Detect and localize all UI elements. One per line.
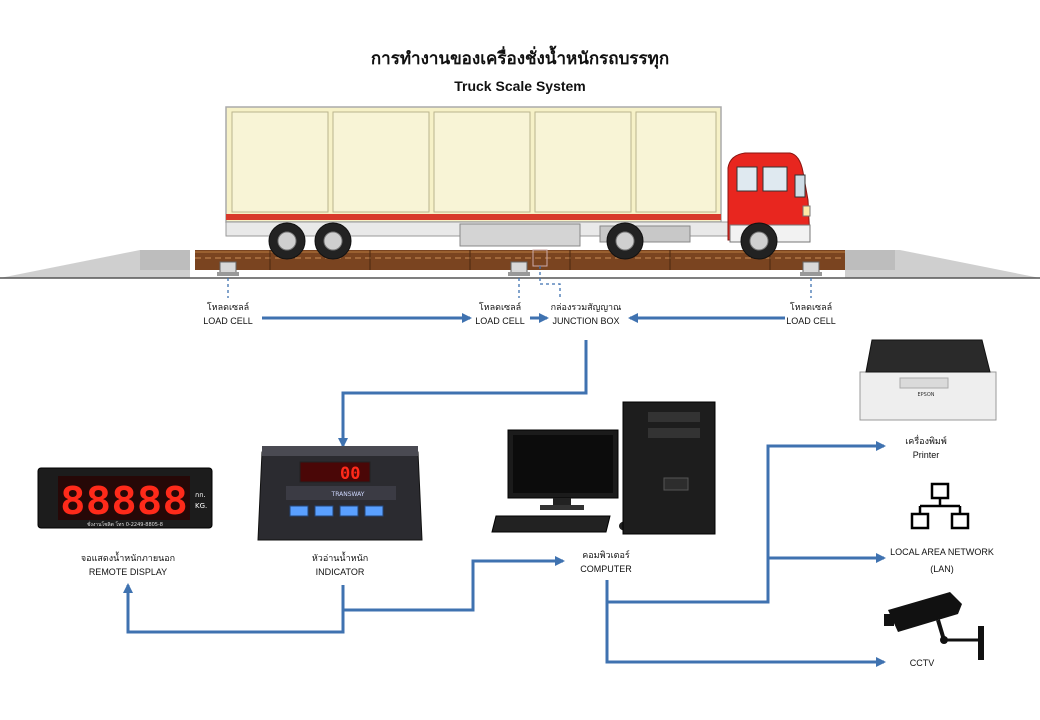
diagram-title-thai: การทำงานของเครื่องชั่งน้ำหนักรถบรรทุก bbox=[370, 49, 670, 69]
computer-device bbox=[491, 401, 716, 535]
remote-display-unit-th: กก. bbox=[195, 491, 206, 499]
signal-arrows bbox=[123, 313, 886, 667]
indicator-reading: 00 bbox=[340, 464, 360, 484]
ground-ramps bbox=[0, 250, 1040, 279]
printer-device: EPSON bbox=[859, 339, 997, 421]
load-cell-left-device bbox=[217, 261, 239, 276]
truck bbox=[225, 106, 811, 260]
remote-display-footer: ชั่งงานโซลิต โทร 0-2249-8805-8 bbox=[87, 521, 163, 528]
remote-display-device: 88888 กก. KG. ชั่งงานโซลิต โทร 0-2249-88… bbox=[37, 467, 213, 529]
remote-display-unit-en: KG. bbox=[195, 502, 207, 510]
load-cell-right-device bbox=[800, 261, 822, 276]
weighbridge-platform bbox=[195, 249, 845, 270]
label-cctv: CCTV bbox=[909, 658, 935, 668]
indicator-device: 00 TRANSWAY bbox=[257, 446, 423, 541]
load-cell-mid-device bbox=[508, 261, 530, 276]
label-load-cell-left: โหลดเซลล์ LOAD CELL bbox=[203, 302, 253, 326]
label-load-cell-right: โหลดเซลล์ LOAD CELL bbox=[786, 302, 836, 326]
lan-icon bbox=[910, 482, 970, 530]
label-load-cell-mid: โหลดเซลล์ LOAD CELL bbox=[475, 302, 525, 326]
label-indicator: หัวอ่านน้ำหนัก INDICATOR bbox=[311, 553, 369, 577]
load-cell-cables bbox=[227, 266, 812, 298]
label-lan: LOCAL AREA NETWORK (LAN) bbox=[890, 547, 994, 574]
cctv-icon bbox=[884, 592, 984, 660]
label-junction-box: กล่องรวมสัญญาณ JUNCTION BOX bbox=[550, 302, 622, 326]
printer-brand: EPSON bbox=[917, 392, 934, 398]
label-computer: คอมพิวเตอร์ COMPUTER bbox=[580, 550, 632, 574]
remote-display-digits: 88888 bbox=[60, 479, 188, 523]
label-remote-display: จอแสดงน้ำหนักภายนอก REMOTE DISPLAY bbox=[80, 553, 176, 577]
indicator-brand: TRANSWAY bbox=[331, 491, 365, 498]
diagram-title-english: Truck Scale System bbox=[454, 78, 586, 94]
label-printer: เครื่องพิมพ์ Printer bbox=[905, 436, 947, 460]
